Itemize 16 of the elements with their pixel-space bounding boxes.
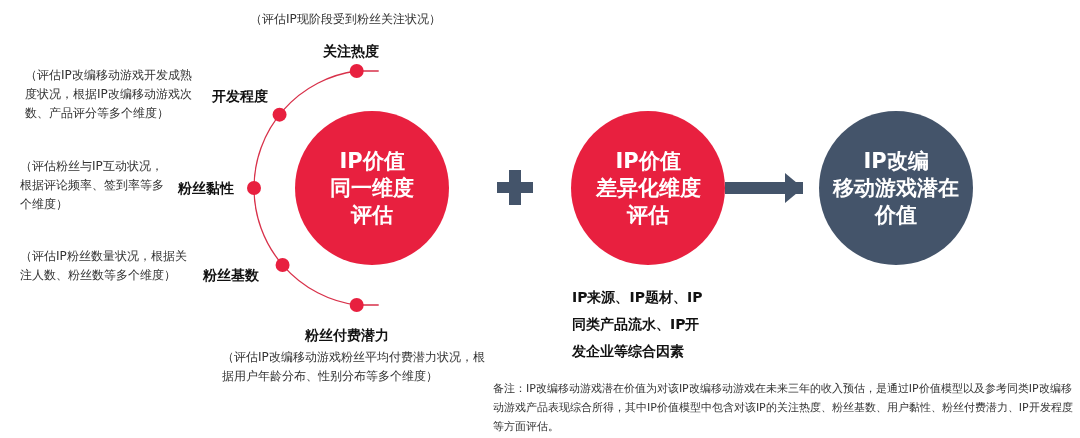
factor-text: IP来源、IP题材、IP同类产品流水、IP开发企业等综合因素 — [572, 288, 704, 361]
dimension-label: 粉丝黏性 — [178, 180, 234, 196]
dimension-label: 开发程度 — [212, 88, 268, 104]
description-text: （评估粉丝与IP互动状况，根据评论频率、签到率等多个维度） — [20, 158, 165, 213]
description-text: （评估IP现阶段受到粉丝关注状况） — [250, 11, 442, 28]
dimension-label: 粉丝付费潜力 — [305, 327, 389, 343]
description-text: （评估IP粉丝数量状况，根据关注人数、粉丝数等多个维度） — [20, 248, 188, 284]
arrow — [725, 173, 803, 203]
description-text: （评估IP改编移动游戏粉丝平均付费潜力状况，根据用户年龄分布、性别分布等多个维度） — [222, 349, 486, 385]
value-circle: IP价值差异化维度评估 — [571, 111, 725, 265]
description-text: （评估IP改编移动游戏开发成熟度状况，根据IP改编移动游戏次数、产品评分等多个维度） — [25, 67, 193, 122]
note-text: 备注：IP改编移动游戏潜在价值为对该IP改编移动游戏在未来三年的收入预估，是通过IP价值模型以及参考同类IP改编移动游戏产品表现综合所得，其中IP价值模型中包含对该IP的关注热度、粉丝基数、用户黏性、粉丝付费潜力、IP开发程度等方面评估。 — [493, 381, 1073, 435]
dimension-label: 关注热度 — [323, 43, 379, 59]
value-circle: IP价值同一维度评估 — [295, 111, 449, 265]
dimension-label: 粉丝基数 — [203, 267, 259, 283]
value-circle: IP改编移动游戏潜在价值 — [819, 111, 973, 265]
